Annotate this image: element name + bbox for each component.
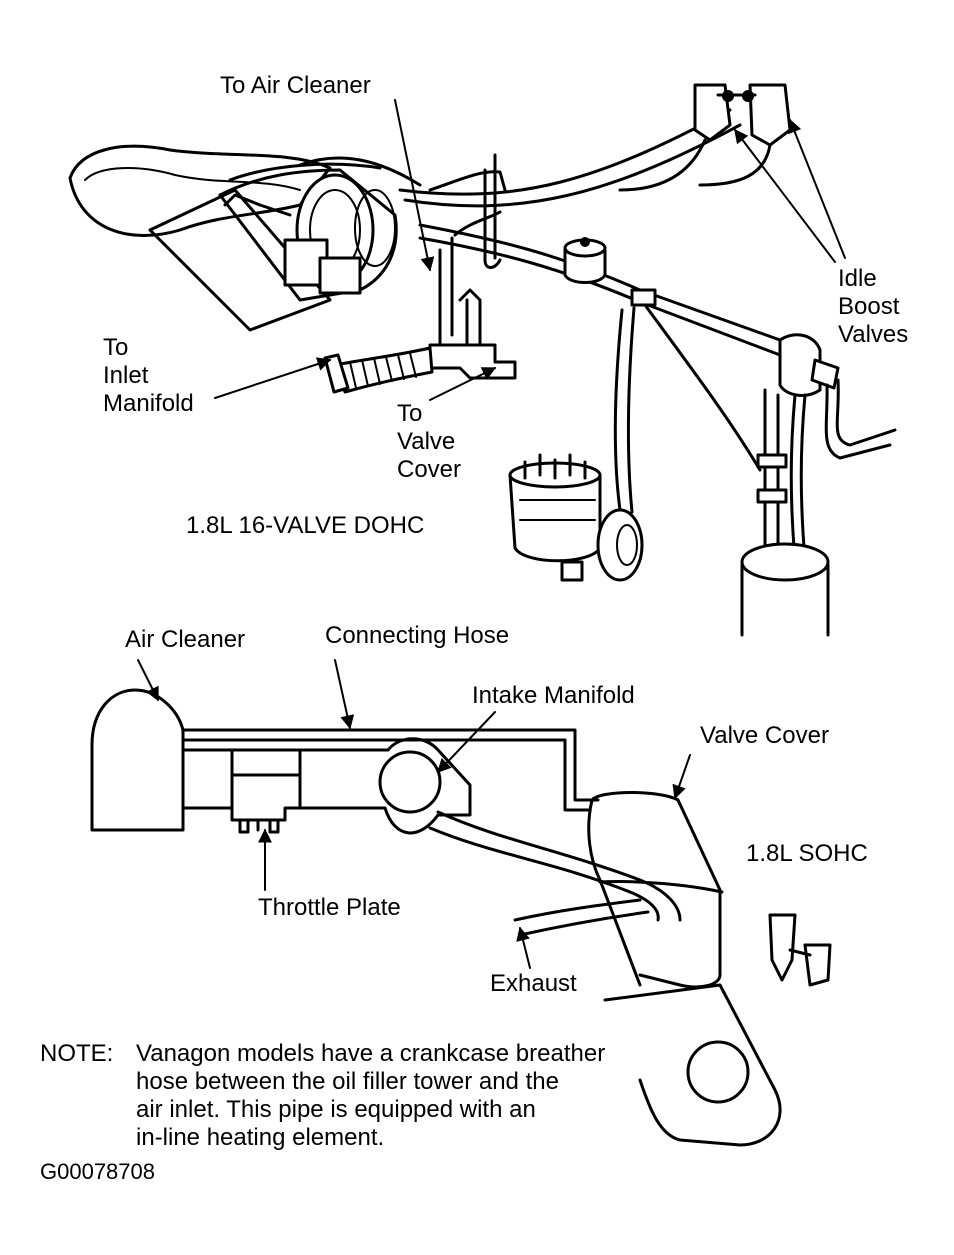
label-connecting-hose: Connecting Hose: [325, 622, 510, 649]
figure-id: G00078708: [40, 1159, 155, 1184]
label-valve-cover-1: To: [397, 400, 423, 427]
label-idle-boost-1: Idle: [838, 265, 877, 292]
dohc-title: 1.8L 16-VALVE DOHC: [186, 512, 425, 539]
label-inlet-3: Manifold: [103, 390, 194, 417]
label-idle-boost-2: Boost: [838, 293, 900, 320]
label-exhaust: Exhaust: [490, 970, 577, 997]
label-intake-manifold: Intake Manifold: [472, 682, 635, 709]
note-line-2: hose between the oil filler tower and th…: [136, 1068, 559, 1095]
label-inlet-1: To: [103, 334, 129, 361]
sohc-schematic: [90, 688, 832, 1147]
label-idle-boost-3: Valves: [838, 321, 909, 348]
note-line-1: Vanagon models have a crankcase breather: [136, 1040, 606, 1067]
label-inlet-2: Inlet: [103, 362, 149, 389]
note-line-3: air inlet. This pipe is equipped with an: [136, 1096, 536, 1123]
dohc-engine-illustration: [68, 83, 897, 637]
note-line-4: in-line heating element.: [136, 1124, 385, 1151]
label-valve-cover-3: Cover: [397, 456, 462, 483]
label-air-cleaner: Air Cleaner: [125, 626, 246, 653]
label-to-air-cleaner: To Air Cleaner: [220, 72, 371, 99]
dohc-leader-arrows: [214, 99, 846, 401]
sohc-leader-arrows: [137, 659, 691, 969]
label-valve-cover: Valve Cover: [700, 722, 829, 749]
sohc-title: 1.8L SOHC: [746, 840, 868, 867]
label-throttle-plate: Throttle Plate: [258, 894, 401, 921]
note-prefix: NOTE:: [40, 1040, 114, 1067]
label-valve-cover-2: Valve: [397, 428, 456, 455]
